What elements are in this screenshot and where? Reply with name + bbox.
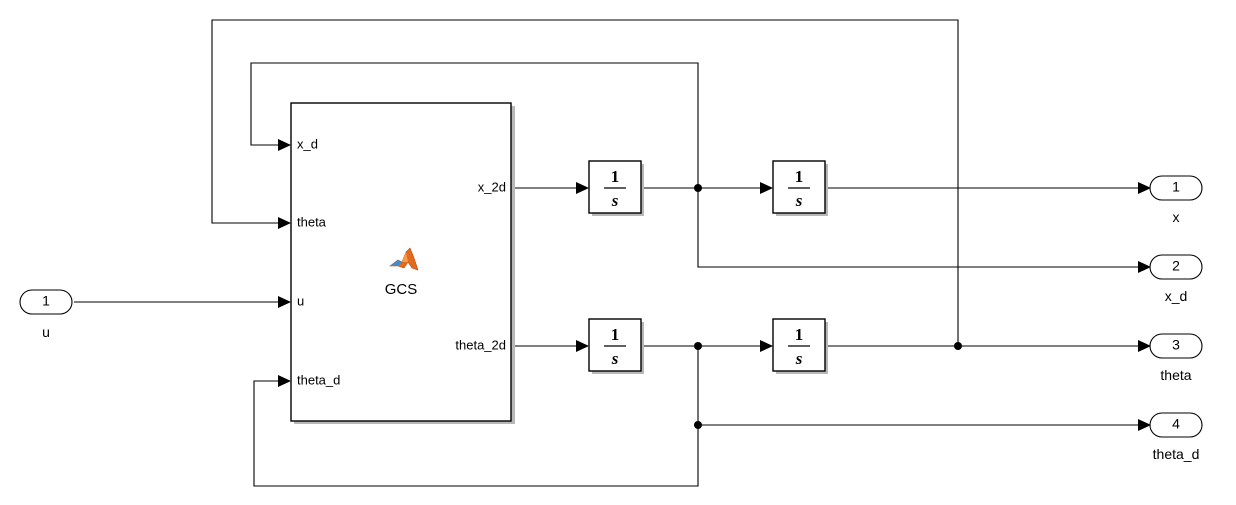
arrowheads <box>278 139 1151 431</box>
wire-thetad-feedback[interactable] <box>253 380 699 487</box>
inport-1-label: u <box>42 324 50 340</box>
arrow-gcs-theta <box>278 217 291 229</box>
outport-2-number: 2 <box>1172 258 1180 274</box>
outport-1-label: x <box>1173 209 1180 225</box>
wire-theta-feedback[interactable] <box>211 19 959 346</box>
integrator-block-1[interactable]: 1 s <box>588 160 644 216</box>
wire-thetad-branch-to-out4[interactable] <box>697 346 1142 426</box>
arrow-int1-in <box>576 182 589 194</box>
matlab-function-icon <box>389 247 419 271</box>
integrator-3-numerator: 1 <box>611 325 620 344</box>
inport-u[interactable]: 1 u <box>19 289 73 340</box>
junction-theta <box>954 342 962 350</box>
integrator-1-denominator: s <box>611 191 619 210</box>
integrator-block-4[interactable]: 1 s <box>772 318 828 374</box>
arrow-gcs-thetad <box>278 375 291 387</box>
wire-xd-feedback[interactable] <box>250 62 699 188</box>
gcs-block-name: GCS <box>385 281 418 298</box>
inport-1-number: 1 <box>42 293 50 309</box>
signal-lines <box>74 19 1142 487</box>
gcs-input-theta: theta <box>297 214 327 229</box>
junction-thetad-bottom <box>694 421 702 429</box>
integrator-4-denominator: s <box>795 349 803 368</box>
outport-theta[interactable]: 3 theta <box>1149 333 1203 383</box>
gcs-input-u: u <box>297 293 304 308</box>
gcs-output-theta2d: theta_2d <box>455 337 506 352</box>
outport-3-label: theta <box>1160 367 1191 383</box>
integrator-block-3[interactable]: 1 s <box>588 318 644 374</box>
outport-theta-d[interactable]: 4 theta_d <box>1149 412 1203 462</box>
integrator-2-numerator: 1 <box>795 167 804 186</box>
arrow-int2-in <box>760 182 773 194</box>
junction-xd <box>694 184 702 192</box>
arrow-int4-in <box>760 340 773 352</box>
outport-4-label: theta_d <box>1153 446 1200 462</box>
wire-xd-branch-to-out2[interactable] <box>697 188 1142 268</box>
arrow-out1-in <box>1138 182 1151 194</box>
arrow-gcs-xd <box>278 139 291 151</box>
integrator-block-2[interactable]: 1 s <box>772 160 828 216</box>
outport-x-d[interactable]: 2 x_d <box>1149 254 1203 304</box>
outport-1-number: 1 <box>1172 179 1180 195</box>
junction-thetad-top <box>694 342 702 350</box>
integrator-2-denominator: s <box>795 191 803 210</box>
branch-points <box>694 184 962 429</box>
outport-4-number: 4 <box>1172 416 1180 432</box>
arrow-out3-in <box>1138 340 1151 352</box>
arrow-out4-in <box>1138 419 1151 431</box>
gcs-subsystem-block[interactable]: x_d theta u theta_d x_2d theta_2d GCS <box>290 102 515 424</box>
integrator-1-numerator: 1 <box>611 167 620 186</box>
outport-2-label: x_d <box>1165 288 1188 304</box>
arrow-int3-in <box>576 340 589 352</box>
outport-3-number: 3 <box>1172 337 1180 353</box>
gcs-output-x2d: x_2d <box>478 179 506 194</box>
arrow-gcs-u <box>278 296 291 308</box>
gcs-input-xd: x_d <box>297 136 318 151</box>
integrator-3-denominator: s <box>611 349 619 368</box>
outport-x[interactable]: 1 x <box>1149 175 1203 225</box>
gcs-input-thetad: theta_d <box>297 372 340 387</box>
arrow-out2-in <box>1138 261 1151 273</box>
integrator-4-numerator: 1 <box>795 325 804 344</box>
